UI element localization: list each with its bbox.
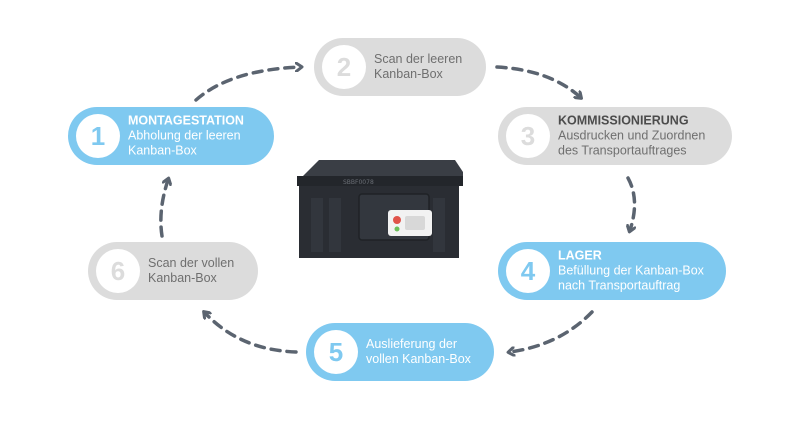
step-2-number: 2 [322,45,366,89]
arrow-3-to-4 [628,176,635,230]
arrow-4-to-5 [510,310,594,352]
step-5-number: 5 [314,330,358,374]
step-1-montagestation: 1 MONTAGESTATION Abholung der leeren Kan… [68,107,274,165]
step-6-text: Scan der vollen Kanban-Box [148,256,234,286]
arrow-5-to-6 [205,313,298,354]
box-label: SBBF0078 [343,179,374,186]
step-4-line-2: nach Transportauftrag [558,278,681,293]
step-1-line-1: Abholung der leeren [128,128,241,143]
arrow-6-to-1 [159,180,168,238]
step-2-line-2: Kanban-Box [374,67,443,81]
step-5-line-2: vollen Kanban-Box [366,352,471,366]
step-1-line-2: Kanban-Box [128,143,197,158]
step-4-text: LAGER Befüllung der Kanban-Box nach Tran… [558,249,704,294]
step-6-line-1: Scan der vollen [148,256,235,270]
step-1-title: MONTAGESTATION [128,113,244,128]
step-5-text: Auslieferung der vollen Kanban-Box [366,337,471,367]
arrow-1-to-2 [194,67,300,102]
step-4-line-1: Befüllung der Kanban-Box [558,263,704,278]
step-3-number: 3 [506,114,550,158]
step-2-line-1: Scan der leeren [374,52,463,66]
step-5-auslieferung: 5 Auslieferung der vollen Kanban-Box [306,323,494,381]
step-6-line-2: Kanban-Box [148,271,217,285]
step-3-line-1: Ausdrucken und Zuordnen [558,128,706,143]
step-6-scan-full: 6 Scan der vollen Kanban-Box [88,242,258,300]
step-6-number: 6 [96,249,140,293]
step-3-text: KOMMISSIONIERUNG Ausdrucken und Zuordnen… [558,114,705,159]
step-4-title: LAGER [558,248,602,263]
kanban-box-image: SBBF0078 [297,160,463,258]
step-3-line-2: des Transportauftrages [558,143,687,158]
step-4-lager: 4 LAGER Befüllung der Kanban-Box nach Tr… [498,242,726,300]
step-5-line-1: Auslieferung der [366,337,458,351]
step-1-number: 1 [76,114,120,158]
step-1-text: MONTAGESTATION Abholung der leeren Kanba… [128,114,244,159]
step-3-title: KOMMISSIONIERUNG [558,113,689,128]
step-2-scan-empty: 2 Scan der leeren Kanban-Box [314,38,486,96]
step-2-text: Scan der leeren Kanban-Box [374,52,462,82]
step-3-kommissionierung: 3 KOMMISSIONIERUNG Ausdrucken und Zuordn… [498,107,732,165]
step-4-number: 4 [506,249,550,293]
arrow-2-to-3 [495,65,580,97]
